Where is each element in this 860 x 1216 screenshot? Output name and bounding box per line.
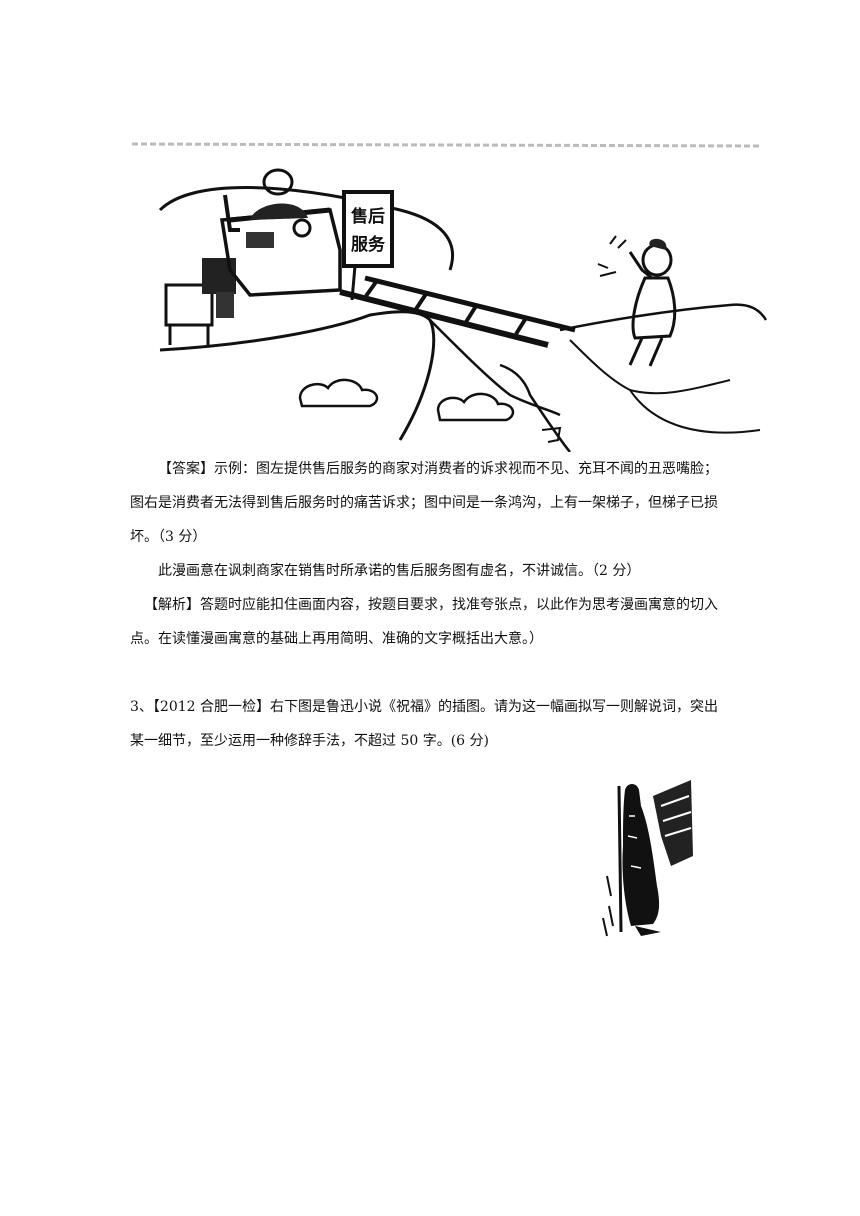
answer-label: 【答案】 (158, 461, 214, 477)
answer-text: 示例：图左提供售后服务的商家对消费者的诉求视而不见、充耳不闻的丑恶嘴脸；图右是消… (130, 461, 718, 545)
question-3: 3、【2012 合肥一检】右下图是鲁迅小说《祝福》的插图。请为这一幅画拟写一则解… (130, 690, 730, 758)
answer-paragraph: 【答案】示例：图左提供售后服务的商家对消费者的诉求视而不见、充耳不闻的丑恶嘴脸；… (130, 452, 730, 554)
zhufu-illustration (601, 776, 695, 938)
analysis-text: 答题时应能扣住画面内容，按题目要求，找准夸张点，以此作为思考漫画寓意的切入点。在… (130, 597, 718, 647)
question-number: 3、 (130, 699, 153, 715)
analysis-paragraph: 【解析】答题时应能扣住画面内容，按题目要求，找准夸张点，以此作为思考漫画寓意的切… (130, 588, 730, 656)
summary-paragraph: 此漫画意在讽刺商家在销售时所承诺的售后服务图有虚名，不讲诚信。（2 分） (158, 563, 641, 579)
analysis-label: 【解析】 (144, 597, 200, 613)
sign-text-line2: 服务 (351, 234, 386, 255)
cartoon-illustration: 售后 服务 (131, 142, 767, 452)
sign-text-line1: 售后 (351, 206, 385, 227)
question-source: 【2012 合肥一检】 (152, 699, 271, 715)
question-text: 右下图是鲁迅小说《祝福》的插图。请为这一幅画拟写一则解说词，突出某一细节，至少运… (130, 699, 719, 749)
